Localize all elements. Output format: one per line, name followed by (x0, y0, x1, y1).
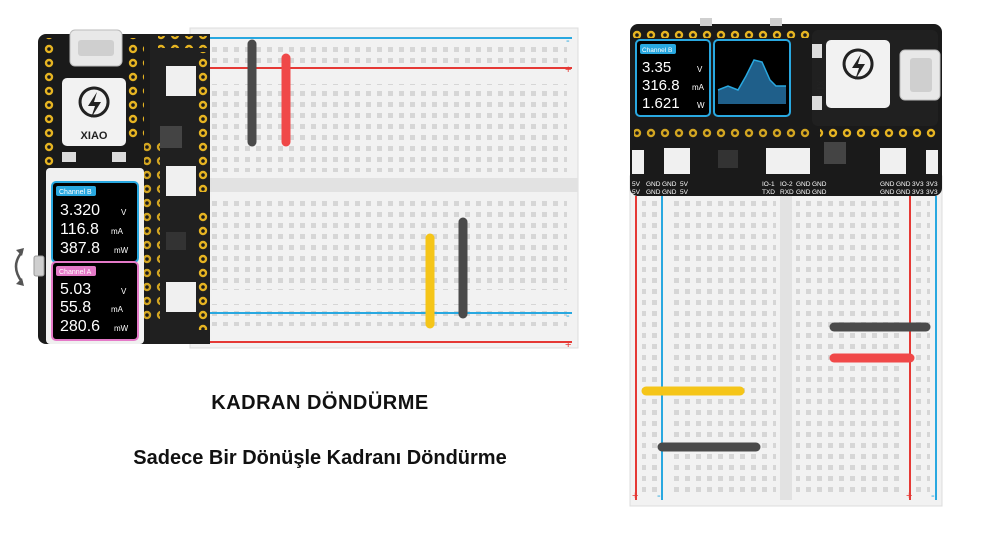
right-wires (641, 322, 931, 452)
left-b-voltage-unit: V (121, 208, 127, 217)
pin-label: GND (812, 181, 827, 188)
pin-label: GND (796, 189, 811, 196)
left-b-current: 116.8 (60, 221, 99, 238)
left-rail-minus-bottom: - (566, 310, 570, 322)
pin-label: GND (646, 181, 661, 188)
left-breadboard: - + - + (189, 27, 579, 351)
right-b-current-unit: mA (692, 83, 705, 92)
pin-label: GND (880, 189, 895, 196)
left-channel-a-label: Channel A (59, 269, 92, 276)
right-channel-b-label: Channel B (642, 47, 672, 54)
pin-label: 5V (680, 181, 689, 188)
left-brand-label: XIAO (81, 130, 108, 142)
left-b-voltage: 3.320 (60, 202, 100, 219)
pin-label: 5V (632, 189, 641, 196)
left-a-power-unit: mW (114, 324, 129, 333)
pin-label: 3V3 (926, 181, 938, 188)
rotate-arrow-icon (14, 251, 24, 283)
rotate-dial-indicator (14, 248, 45, 286)
left-b-current-unit: mA (111, 227, 124, 236)
caption-title: KADRAN DÖNDÜRME (211, 392, 429, 414)
left-rail-plus-bottom: + (565, 339, 571, 351)
caption-subtitle: Sadece Bir Dönüşle Kadranı Döndürme (133, 447, 507, 469)
left-b-power: 387.8 (60, 240, 100, 257)
right-pin-labels: 5V GND GND 5V IO-1 IO-2 GND GND GND GND … (632, 181, 938, 196)
waveform-area (718, 60, 786, 104)
right-b-current: 316.8 (642, 77, 680, 94)
right-b-power: 1.621 (642, 95, 680, 112)
dial-knob (33, 255, 45, 277)
left-wires (247, 39, 468, 329)
pin-label: IO-2 (780, 181, 793, 188)
right-brand-label: XIAO (814, 80, 825, 105)
pin-label: GND (646, 189, 661, 196)
pin-label: GND (880, 181, 895, 188)
left-screen-channel-b: Channel B 3.320 V 116.8 mA 387.8 mW (51, 181, 139, 263)
right-breadboard: + - + - (629, 175, 943, 507)
waveform-line (717, 59, 786, 91)
pin-label: GND (896, 189, 911, 196)
pin-label: 3V3 (912, 189, 924, 196)
pin-label: GND (662, 181, 677, 188)
pin-label: GND (662, 189, 677, 196)
right-rail-minus-left: - (657, 490, 661, 502)
right-b-voltage-unit: V (697, 65, 703, 74)
pin-label: GND (812, 189, 827, 196)
pin-label: GND (896, 181, 911, 188)
pin-label: 3V3 (926, 189, 938, 196)
right-b-voltage: 3.35 (642, 59, 671, 76)
left-a-current: 55.8 (60, 299, 91, 316)
pin-label: 5V (680, 189, 689, 196)
left-rail-plus-top: + (565, 64, 571, 76)
pin-label: 3V3 (912, 181, 924, 188)
left-screen-channel-a: Channel A 5.03 V 55.8 mA 280.6 mW (51, 261, 139, 341)
pin-label: TXD (762, 189, 775, 196)
pin-label: RXD (780, 189, 794, 196)
right-screen-channel-b: Channel B 3.35 V 316.8 mA 1.621 W (635, 39, 711, 117)
right-b-power-unit: W (697, 101, 705, 110)
left-a-voltage: 5.03 (60, 281, 91, 298)
left-a-voltage-unit: V (121, 287, 127, 296)
left-rail-minus-top: - (566, 35, 570, 47)
right-screen-graph (713, 39, 791, 117)
left-channel-b-label: Channel B (59, 189, 92, 196)
left-b-power-unit: mW (114, 246, 129, 255)
pin-label: 5V (632, 181, 641, 188)
left-a-power: 280.6 (60, 318, 100, 335)
left-a-current-unit: mA (111, 305, 124, 314)
pin-label: IO-1 (762, 181, 775, 188)
pin-label: GND (796, 181, 811, 188)
right-rail-plus-right: + (906, 490, 912, 502)
right-rail-minus-right: - (931, 490, 935, 502)
right-rail-plus-left: + (632, 490, 638, 502)
